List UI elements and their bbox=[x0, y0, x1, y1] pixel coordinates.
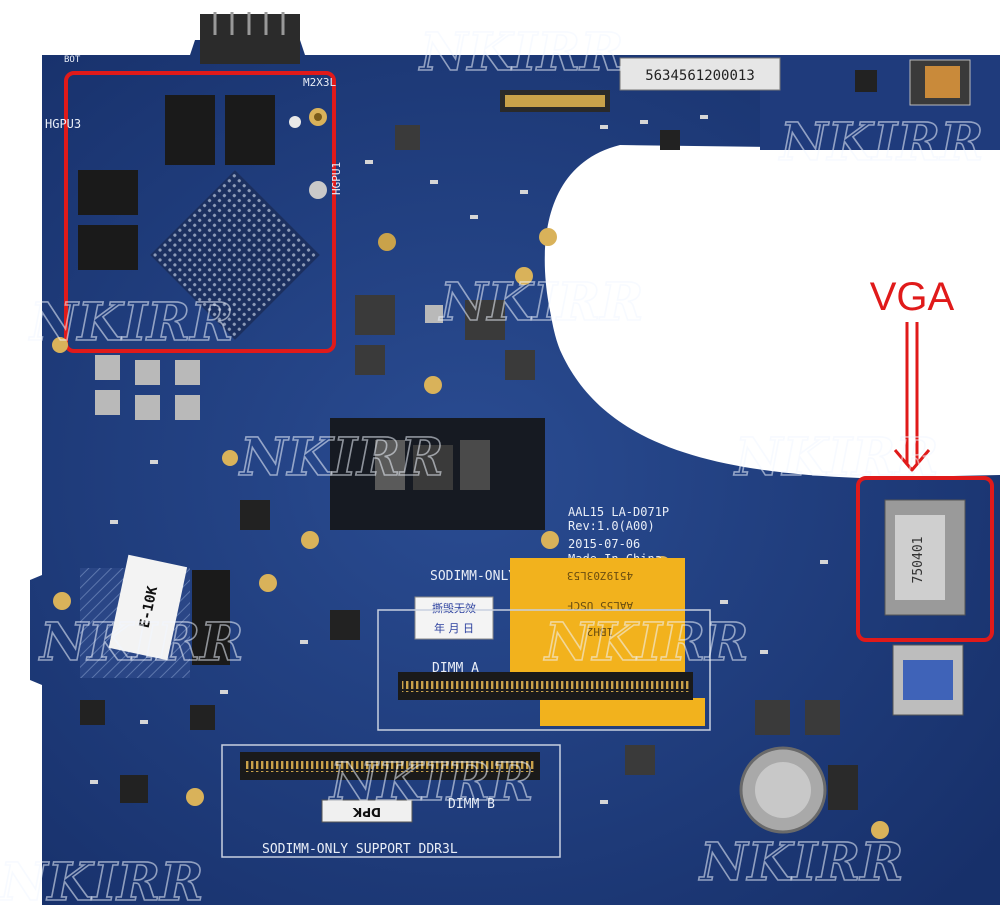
watermark-text: NKIRR bbox=[733, 427, 938, 488]
label-dimm-a: DIMM A bbox=[432, 661, 479, 676]
inductor bbox=[625, 745, 655, 775]
vga-highlight-box bbox=[856, 476, 994, 642]
dpk-text: DPK bbox=[352, 805, 381, 819]
watermark-text: NKIRR bbox=[328, 752, 533, 813]
watermark-text: NKIRR bbox=[28, 292, 233, 353]
inductor bbox=[755, 700, 790, 735]
watermark-text: NKIRR bbox=[698, 832, 903, 893]
inductor bbox=[805, 700, 840, 735]
white-sticker bbox=[108, 554, 188, 661]
label-bot: BOT bbox=[64, 55, 81, 65]
vga-arrow bbox=[893, 322, 931, 473]
label-sodimm-top: SODIMM-ONLY bbox=[430, 569, 516, 584]
label-m2x3l: M2X3L bbox=[303, 76, 336, 89]
gold-label-line1: 4519Z03L53 bbox=[567, 569, 633, 582]
watermark-text: NKIRR bbox=[418, 22, 623, 83]
vga-annotation-label: VGA bbox=[870, 275, 955, 319]
inductor bbox=[465, 300, 505, 340]
board-date: 2015-07-06 bbox=[568, 537, 640, 551]
watermark-group: NKIRR NKIRR NKIRR NKIRR NKIRR NKIRR NKIR… bbox=[0, 21, 984, 907]
inductor bbox=[505, 350, 535, 380]
warranty-sticker bbox=[414, 596, 494, 640]
sticker-text-bottom: 年 月 日 bbox=[434, 621, 474, 635]
board-revision: Rev:1.0(A00) bbox=[568, 519, 655, 533]
label-sodimm-support: SODIMM-ONLY SUPPORT DDR3L bbox=[262, 842, 458, 857]
watermark-text: NKIRR bbox=[543, 612, 748, 673]
watermark-text: NKIRR bbox=[0, 852, 203, 907]
inductor bbox=[355, 295, 395, 335]
dpk-sticker bbox=[321, 799, 413, 823]
m2-slot bbox=[192, 570, 230, 665]
gold-label-line2: AAL55 USCF bbox=[567, 599, 633, 612]
gold-label-line3: 1BH2 bbox=[587, 625, 614, 638]
serial-number: 5634561200013 bbox=[645, 68, 755, 84]
watermark-text: NKIRR bbox=[778, 112, 983, 173]
vram-chip bbox=[78, 225, 138, 270]
vram-chip bbox=[165, 95, 215, 165]
serial-sticker bbox=[619, 57, 781, 91]
inductor bbox=[355, 345, 385, 375]
board-model: AAL15 LA-D071P bbox=[568, 505, 669, 519]
watermark-text: NKIRR bbox=[438, 272, 643, 333]
vga-port-text: 750401 bbox=[911, 537, 926, 584]
label-hgpu1: HGPU1 bbox=[330, 162, 343, 195]
dimm-a-outline bbox=[377, 609, 711, 731]
label-dimm-b: DIMM B bbox=[448, 797, 495, 812]
inductor bbox=[395, 125, 420, 150]
watermark-text: NKIRR bbox=[238, 427, 443, 488]
sticker-text-top: 撕毁无效 bbox=[432, 601, 476, 615]
vram-chip bbox=[225, 95, 275, 165]
label-hgpu3: HGPU3 bbox=[45, 117, 81, 131]
gold-label bbox=[510, 558, 685, 673]
watermark-text: NKIRR bbox=[38, 612, 243, 673]
vram-chip bbox=[78, 170, 138, 215]
gpu-highlight-box bbox=[64, 71, 336, 353]
dimm-b-outline bbox=[221, 744, 561, 858]
